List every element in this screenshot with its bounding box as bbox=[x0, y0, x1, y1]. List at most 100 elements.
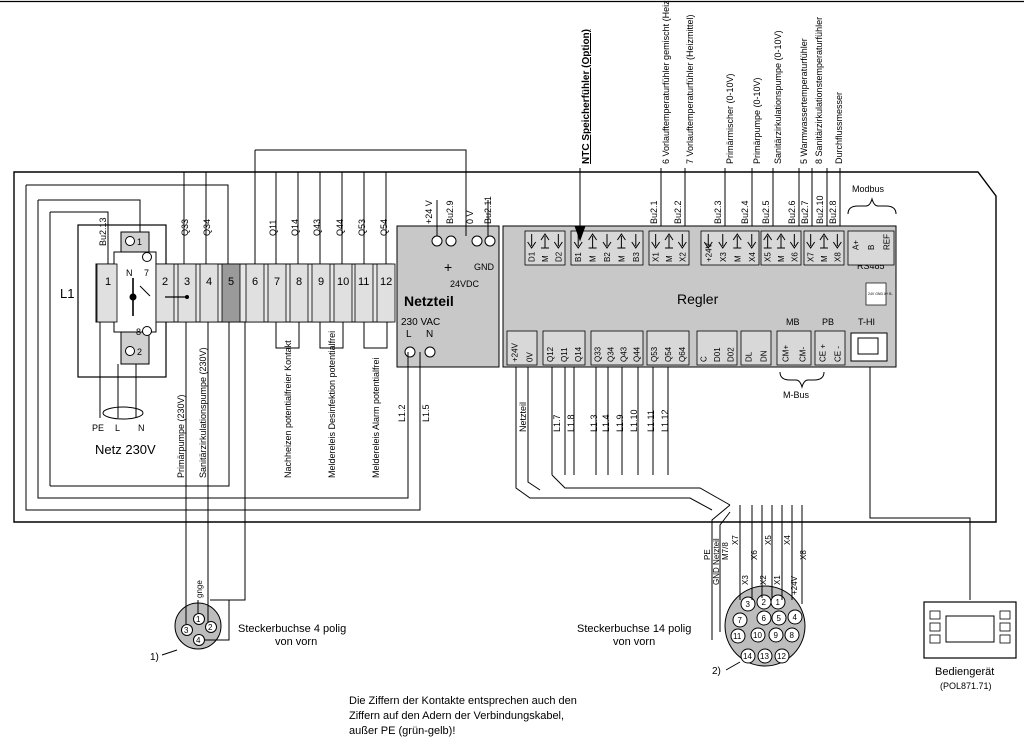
plug14-pin-7 bbox=[732, 612, 748, 628]
wire-desinfektion: Meldereleis Desinfektion potentialfrei bbox=[327, 331, 337, 478]
term-label-q54: Q54 bbox=[379, 219, 389, 236]
arrow-down-icon bbox=[677, 234, 687, 249]
plug4-callout: 1) bbox=[150, 652, 159, 663]
regler-bottom-label: Q43 bbox=[620, 346, 629, 362]
operator-device bbox=[923, 601, 1017, 659]
plug14-pin-label: 5 bbox=[777, 614, 782, 623]
bundle-m78: M7/8 bbox=[721, 542, 730, 560]
regler-top-label: X4 bbox=[748, 252, 757, 262]
ground-icon bbox=[776, 233, 786, 249]
plug14-pin-label: 2 bbox=[762, 598, 767, 607]
plug14-pin-label: 7 bbox=[738, 616, 743, 625]
term-label-q11: Q11 bbox=[268, 220, 278, 236]
nt-label-bu2-9: Bu2.9 bbox=[445, 200, 455, 224]
regler-top-label: D1 bbox=[528, 251, 537, 262]
regler-top-label: X5 bbox=[764, 252, 773, 262]
regler-bu-2-6: Bu2.6 bbox=[787, 200, 797, 224]
plug14-pin-13 bbox=[757, 648, 773, 664]
regler-bottom-label: Q33 bbox=[594, 346, 603, 362]
bridge-dot bbox=[185, 295, 189, 299]
relay-pin-8: 8 bbox=[136, 327, 141, 337]
thi-label: T-HI bbox=[858, 317, 875, 327]
plug14-pin-label: 1 bbox=[776, 598, 781, 607]
regler-top-label: X1 bbox=[652, 252, 661, 262]
term-label-q44: Q44 bbox=[335, 219, 345, 236]
l1-label: L1 bbox=[60, 286, 74, 301]
wire-alarm: Meldereleis Alarm potentialfrei bbox=[371, 357, 381, 478]
plug14-pin-11 bbox=[730, 628, 746, 644]
label-durchfluss: Durchflussmesser bbox=[834, 92, 844, 164]
plug4-wire-label: gnge bbox=[195, 580, 204, 598]
terminal-number-3: 3 bbox=[184, 276, 190, 288]
terminal-number-6: 6 bbox=[252, 276, 258, 288]
ground-icon bbox=[540, 233, 550, 249]
plug14-title: Steckerbuchse 14 polig bbox=[577, 623, 691, 635]
term-label-q34: Q34 bbox=[202, 219, 212, 236]
regler-top-label: +24V bbox=[704, 242, 713, 262]
mini-label: 24V GND A+ B- bbox=[868, 292, 893, 296]
mbus-brace bbox=[779, 371, 825, 389]
bundle-x4: X4 bbox=[783, 535, 792, 545]
regler-bottom-label: Q64 bbox=[678, 346, 687, 362]
regler-bottom-group-3 bbox=[646, 330, 690, 366]
wire-l1-5: L1.5 bbox=[421, 404, 431, 422]
regler-top-label: X7 bbox=[807, 252, 816, 262]
terminal-number-4: 4 bbox=[206, 276, 212, 288]
ground-icon bbox=[588, 233, 598, 249]
plug14-pin-12 bbox=[774, 648, 790, 664]
wire-primaerpumpe: Primärpumpe (230V) bbox=[176, 394, 186, 478]
plug14-pin-5 bbox=[771, 610, 787, 626]
footnote-line-2: Ziffern auf den Adern der Verbindungskab… bbox=[349, 710, 565, 722]
enclosure bbox=[13, 171, 997, 523]
plug4-pin-3: 3 bbox=[184, 626, 189, 635]
device-title: Bediengerät bbox=[935, 666, 994, 678]
wire-l1-2: L1.2 bbox=[397, 404, 407, 422]
terminal-2 bbox=[155, 263, 175, 323]
wire-l1-3: L1.3 bbox=[589, 414, 599, 432]
regler-bottom-label: Q34 bbox=[607, 346, 616, 362]
regler-bottom-group-1 bbox=[542, 330, 586, 366]
bundle-x8: X8 bbox=[799, 550, 808, 560]
regler-bu-2-10: Bu2.10 bbox=[815, 195, 825, 224]
terminal-number-11: 11 bbox=[358, 276, 369, 288]
term-label-q43: Q43 bbox=[312, 219, 322, 236]
relay-pin-2: 2 bbox=[137, 347, 142, 357]
netzteil-gnd: GND bbox=[474, 262, 495, 272]
plug14-pin-label: 4 bbox=[793, 613, 798, 622]
regler-bottom-group-4 bbox=[696, 330, 738, 366]
plug4-pin-2: 2 bbox=[208, 623, 213, 632]
modbus-brace bbox=[847, 197, 897, 215]
plug14-pin-label: 13 bbox=[760, 652, 769, 661]
term-label-q33: Q33 bbox=[180, 219, 190, 236]
bundle-x2: X2 bbox=[759, 575, 768, 585]
netz-l: L bbox=[115, 423, 120, 433]
plug4-pin-1: 1 bbox=[196, 615, 201, 624]
arrow-down-icon bbox=[718, 234, 728, 249]
term-label-q53: Q53 bbox=[357, 219, 367, 236]
wire-l1-12: L1.12 bbox=[660, 409, 670, 432]
relay-pin-n: N bbox=[126, 268, 133, 278]
regler-bottom-label: DL bbox=[745, 351, 754, 362]
plug14-pin-14 bbox=[740, 648, 756, 664]
regler-top-label: A+ bbox=[852, 240, 861, 250]
arrow-down-icon bbox=[602, 234, 612, 249]
cable-loop bbox=[102, 406, 144, 420]
terminal-number-1: 1 bbox=[105, 276, 111, 288]
wire-l1-4: L1.4 bbox=[601, 414, 611, 432]
regler-bottom-label: +24V bbox=[511, 342, 520, 362]
label-vorlauf: 7 Vorlauftemperaturfühler (Heizmittel) bbox=[685, 14, 695, 164]
footnote-line-3: außer PE (grün-gelb)! bbox=[349, 725, 456, 737]
ground-icon bbox=[664, 233, 674, 249]
regler-bottom-label: CM- bbox=[799, 347, 808, 362]
regler-top-label: M bbox=[541, 255, 550, 262]
regler-bottom-label: Q53 bbox=[650, 346, 659, 362]
netz-pe: PE bbox=[92, 423, 104, 433]
regler-top-label: B1 bbox=[574, 252, 583, 262]
arrow-down-icon bbox=[832, 234, 842, 249]
mbus-label: M-Bus bbox=[783, 390, 810, 400]
regler-top-label: X2 bbox=[678, 252, 687, 262]
regler-top-group-3 bbox=[700, 230, 760, 266]
regler-bottom-group-2 bbox=[590, 330, 644, 366]
